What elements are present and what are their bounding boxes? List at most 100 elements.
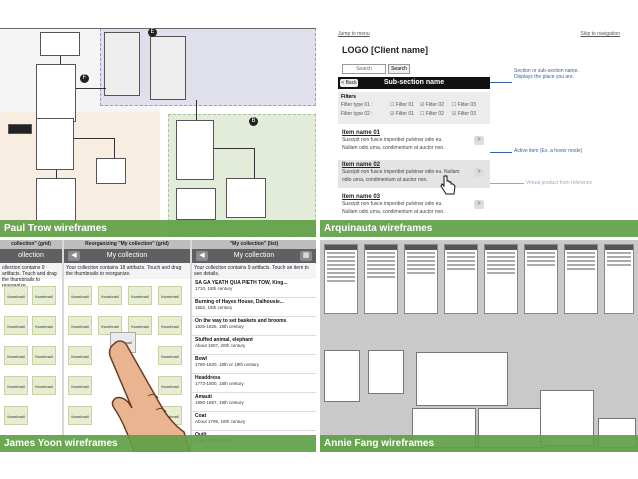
- thumbnail[interactable]: thumbnail: [128, 286, 152, 305]
- filter-02-checkbox[interactable]: ☐ Filter 02: [420, 111, 444, 117]
- thumbnail[interactable]: thumbnail: [32, 286, 56, 305]
- back-button[interactable]: < Back: [340, 79, 358, 87]
- connector: [214, 148, 254, 149]
- info-text: ollection contains 9 artifacts. Touch an…: [0, 263, 62, 289]
- item-title[interactable]: Item name 02: [342, 162, 381, 168]
- thumbnail[interactable]: thumbnail: [68, 406, 92, 425]
- item-title[interactable]: Item name 01: [342, 130, 381, 136]
- info-text: Your collection contains 18 artifacts. T…: [64, 263, 190, 279]
- search-button[interactable]: Search: [388, 64, 410, 74]
- item-date: 1890-1897, 19th century: [195, 400, 244, 405]
- chevron-right-icon[interactable]: >: [474, 168, 484, 177]
- search-input[interactable]: Search: [342, 64, 386, 74]
- item-title: Burning of Hayes House, Dalhousie...: [195, 299, 284, 305]
- mini-screen: [484, 244, 518, 314]
- mini-screen: [444, 244, 478, 314]
- thumbnail[interactable]: thumbnail: [158, 376, 182, 395]
- dialog-wireframe: [368, 350, 404, 394]
- thumbnail[interactable]: thumbnail: [158, 286, 182, 305]
- dialog-wireframe: [416, 352, 508, 406]
- annotation-line: [490, 183, 524, 184]
- thumbnail[interactable]: thumbnail: [4, 346, 28, 365]
- thumbnail[interactable]: thumbnail: [68, 346, 92, 365]
- flow-node: [176, 120, 214, 180]
- chevron-right-icon[interactable]: >: [474, 200, 484, 209]
- item-date: 1825-1826, 19th century: [195, 324, 244, 329]
- filter-label: Filter 02: [425, 111, 444, 117]
- annotation-line: [490, 152, 512, 153]
- item-date: 1852, 19th century: [195, 305, 233, 310]
- thumbnail[interactable]: thumbnail: [32, 376, 56, 395]
- connector: [196, 100, 197, 120]
- node-marker-f: F: [80, 74, 89, 83]
- thumbnail[interactable]: thumbnail: [158, 346, 182, 365]
- annotation-text: Section or sub-section name.: [514, 68, 579, 74]
- annotation-text: Displays the place you are.: [514, 74, 575, 80]
- thumbnail[interactable]: thumbnail: [68, 286, 92, 305]
- annotation-section: Section or sub-section name. Displays th…: [514, 68, 579, 80]
- item-title: SA GA YEATH QUA PIETH TOW, King...: [195, 280, 288, 286]
- flow-node: [36, 178, 76, 226]
- paul-trow-wireframe-panel: E F B Paul Trow wireframes: [0, 28, 316, 237]
- flow-node: [104, 32, 140, 96]
- nav-title: ollection: [18, 252, 44, 259]
- item-description: Nullam odio urna, condimentum at auctor …: [342, 145, 445, 151]
- filter-label: Filter 01: [395, 102, 414, 108]
- item-title[interactable]: Item name 03: [342, 194, 381, 200]
- mini-screen: [524, 244, 558, 314]
- grid-toggle-icon[interactable]: ▦: [300, 251, 312, 261]
- filters-panel: Filters Filter type 01 : ☐ Filter 01 ☑ F…: [338, 92, 490, 124]
- hand-finger-icon: [108, 340, 190, 452]
- thumbnail[interactable]: thumbnail: [98, 286, 122, 305]
- nav-bar: ◀ My collection ▦: [192, 249, 316, 263]
- caption: Paul Trow wireframes: [0, 220, 316, 237]
- back-arrow-icon[interactable]: ◀: [68, 251, 80, 261]
- list-item[interactable]: Item name 03 Suscipit non fusce imperdie…: [338, 192, 490, 220]
- mini-screen: [564, 244, 598, 314]
- thumbnail[interactable]: thumbnail: [68, 316, 92, 335]
- thumbnail[interactable]: thumbnail: [4, 376, 28, 395]
- item-description: Suscipit non fusce imperdiet pulvinar od…: [342, 169, 460, 175]
- item-title: On the way to set baskets and brooms: [195, 318, 287, 324]
- flow-node: [96, 158, 126, 184]
- thumbnail[interactable]: thumbnail: [32, 316, 56, 335]
- filter-01-checkbox[interactable]: ☑ Filter 01: [390, 111, 414, 117]
- back-arrow-icon[interactable]: ◀: [196, 251, 208, 261]
- thumbnail[interactable]: thumbnail: [32, 346, 56, 365]
- filter-type-label: Filter type 02 :: [341, 111, 373, 117]
- reorganize-grid-panel: Reorganizing "My collection" (grid) ◀ My…: [64, 240, 190, 452]
- list-item-active[interactable]: Item name 02 Suscipit non fusce imperdie…: [338, 160, 490, 188]
- thumbnail[interactable]: thumbnail: [4, 286, 28, 305]
- filter-02-checkbox[interactable]: ☑ Filter 02: [420, 102, 444, 108]
- filter-label: Filter 02: [425, 102, 444, 108]
- thumbnail[interactable]: thumbnail: [128, 316, 152, 335]
- connector: [254, 148, 255, 178]
- skip-to-navigation-link[interactable]: Skip to navigation: [580, 31, 620, 37]
- list-item[interactable]: Burning of Hayes House, Dalhousie...1852…: [192, 298, 316, 317]
- thumbnail[interactable]: thumbnail: [4, 406, 28, 425]
- subsection-title: Sub-section name: [383, 79, 445, 86]
- node-marker-b: B: [249, 117, 258, 126]
- hand-cursor-icon: [440, 175, 456, 195]
- jump-to-menu-link[interactable]: Jump to menu: [338, 31, 370, 37]
- thumbnail[interactable]: thumbnail: [68, 376, 92, 395]
- annotation-line: [490, 82, 512, 83]
- chevron-right-icon[interactable]: >: [474, 136, 484, 145]
- mini-screen: [364, 244, 398, 314]
- filter-03-checkbox[interactable]: ☑ Filter 03: [452, 111, 476, 117]
- thumbnail[interactable]: thumbnail: [4, 316, 28, 335]
- filter-03-checkbox[interactable]: ☐ Filter 03: [452, 102, 476, 108]
- info-text: Your collection contains 9 artifacts. To…: [192, 263, 316, 279]
- list-item[interactable]: Item name 01 Suscipit non fusce imperdie…: [338, 128, 490, 156]
- thumbnail[interactable]: thumbnail: [158, 316, 182, 335]
- filter-01-checkbox[interactable]: ☐ Filter 01: [390, 102, 414, 108]
- mini-screen: [324, 244, 358, 314]
- list-item[interactable]: SA GA YEATH QUA PIETH TOW, King...1710, …: [192, 279, 316, 298]
- flow-node-dark: [8, 124, 32, 134]
